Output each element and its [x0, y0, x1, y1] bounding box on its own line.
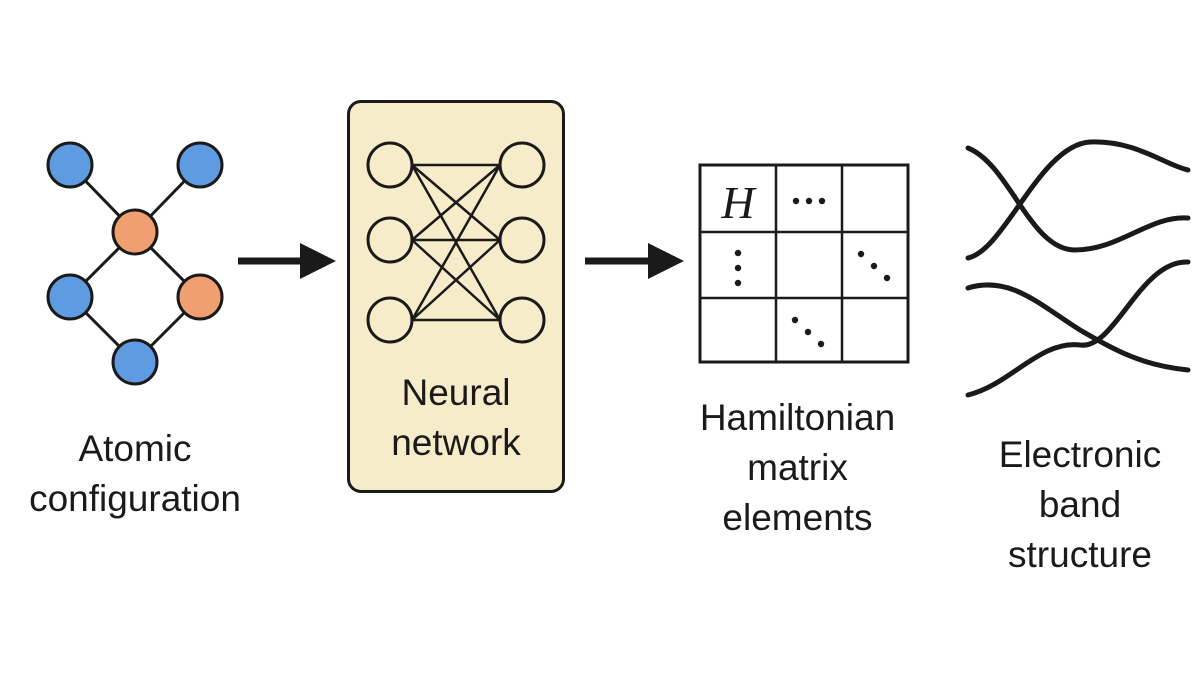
label-line: Neural [401, 372, 511, 413]
atom-orange [176, 273, 224, 321]
molecule-icon [46, 141, 224, 386]
label-line: elements [722, 497, 873, 538]
arrow-right-icon [238, 243, 336, 279]
label-line: matrix [747, 447, 848, 488]
label-line: network [391, 422, 521, 463]
atomic-configuration-label: Atomic configuration [0, 424, 270, 524]
arrow-right-icon [585, 243, 684, 279]
band-structure-label: Electronic band structure [965, 430, 1195, 580]
matrix-icon: H [698, 163, 910, 364]
label-line: band [1038, 484, 1122, 525]
atom-blue [46, 141, 94, 189]
matrix-symbol: H [720, 177, 757, 228]
neural-network-icon [366, 141, 546, 344]
label-line: configuration [29, 478, 241, 519]
hamiltonian-label: Hamiltonian matrix elements [665, 393, 930, 543]
label-line: Atomic [78, 428, 192, 469]
atom-blue [176, 141, 224, 189]
label-line: Electronic [998, 434, 1162, 475]
neural-network-label: Neural network [347, 368, 565, 468]
label-line: Hamiltonian [699, 397, 896, 438]
atom-orange [111, 208, 159, 256]
band-curves-icon [965, 139, 1191, 398]
atom-blue [46, 273, 94, 321]
atom-blue [111, 338, 159, 386]
label-line: structure [1008, 534, 1152, 575]
